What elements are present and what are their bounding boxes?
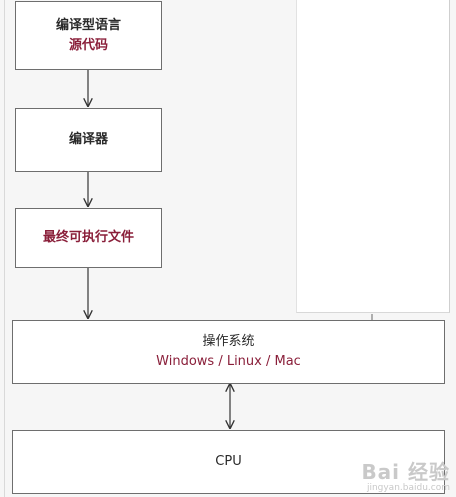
source-code-box: 编译型语言 源代码 [15, 1, 162, 70]
os-box-title: 操作系统 [202, 334, 255, 349]
source-box-subtitle: 源代码 [68, 37, 108, 53]
os-box: 操作系统 Windows / Linux / Mac [12, 320, 445, 384]
compiler-box-label: 编译器 [68, 132, 108, 147]
watermark-url: jingyan.baidu.com [366, 483, 450, 493]
cpu-box: CPU [12, 430, 445, 494]
executable-box-label: 最终可执行文件 [42, 230, 134, 245]
executable-box: 最终可执行文件 [15, 208, 162, 268]
watermark-logo: Bai 经验 [361, 460, 450, 484]
compiler-box: 编译器 [15, 108, 162, 172]
source-box-title: 编译型语言 [55, 17, 121, 33]
left-border-line [4, 0, 5, 497]
cpu-box-label: CPU [215, 454, 242, 469]
os-box-subtitle: Windows / Linux / Mac [156, 354, 301, 369]
baidu-watermark: Bai 经验 jingyan.baidu.com [361, 461, 450, 493]
blank-panel [296, 0, 450, 313]
